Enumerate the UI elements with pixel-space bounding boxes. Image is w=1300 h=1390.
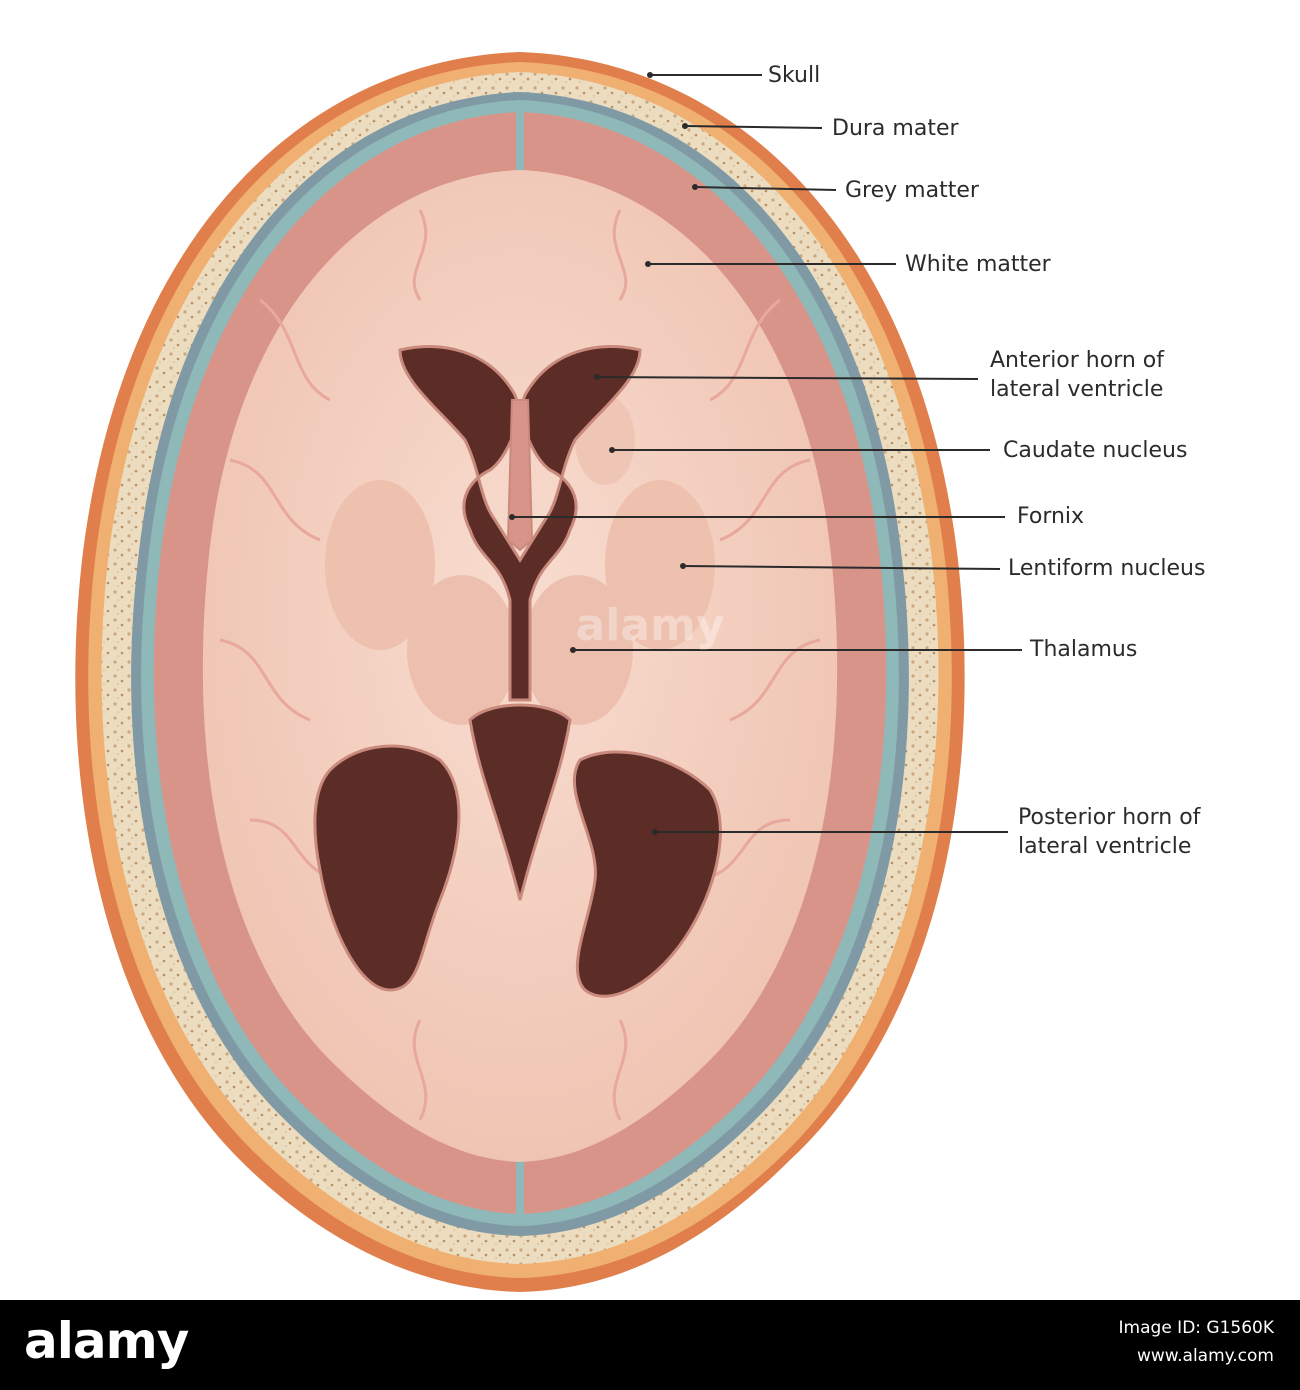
label-thalamus: Thalamus: [1030, 637, 1138, 662]
label-posterior-horn-line1: Posterior horn of: [1018, 805, 1201, 830]
lentiform-nucleus-left: [325, 480, 435, 650]
watermark: alamy: [576, 600, 725, 651]
label-anterior-horn-line1: Anterior horn of: [990, 348, 1165, 373]
footer-bar: alamy Image ID: G1560K www.alamy.com: [0, 1300, 1300, 1390]
fornix: [506, 399, 534, 552]
label-fornix: Fornix: [1017, 504, 1085, 529]
leader-lines: [512, 74, 1022, 833]
footer-logo: alamy: [24, 1312, 189, 1370]
lentiform-nucleus: [605, 480, 715, 650]
label-caudate-nucleus: Caudate nucleus: [1003, 438, 1188, 463]
label-white-matter: White matter: [905, 252, 1051, 277]
brain-axial-section-diagram: alamy: [75, 52, 1022, 1292]
label-dura-mater: Dura mater: [832, 116, 959, 141]
label-lentiform-nucleus: Lentiform nucleus: [1008, 556, 1206, 581]
lateral-ventricles: [313, 344, 722, 998]
footer-site: www.alamy.com: [1136, 1346, 1274, 1366]
footer-image-id: Image ID: G1560K: [1118, 1318, 1274, 1338]
label-skull: Skull: [768, 63, 821, 88]
label-anterior-horn-line2: lateral ventricle: [990, 377, 1164, 402]
label-grey-matter: Grey matter: [845, 178, 979, 203]
thalamus-left: [407, 575, 517, 725]
label-anterior-horn: Anterior horn of lateral ventricle: [990, 346, 1164, 404]
label-posterior-horn-line2: lateral ventricle: [1018, 834, 1192, 859]
label-posterior-horn: Posterior horn of lateral ventricle: [1018, 803, 1200, 861]
